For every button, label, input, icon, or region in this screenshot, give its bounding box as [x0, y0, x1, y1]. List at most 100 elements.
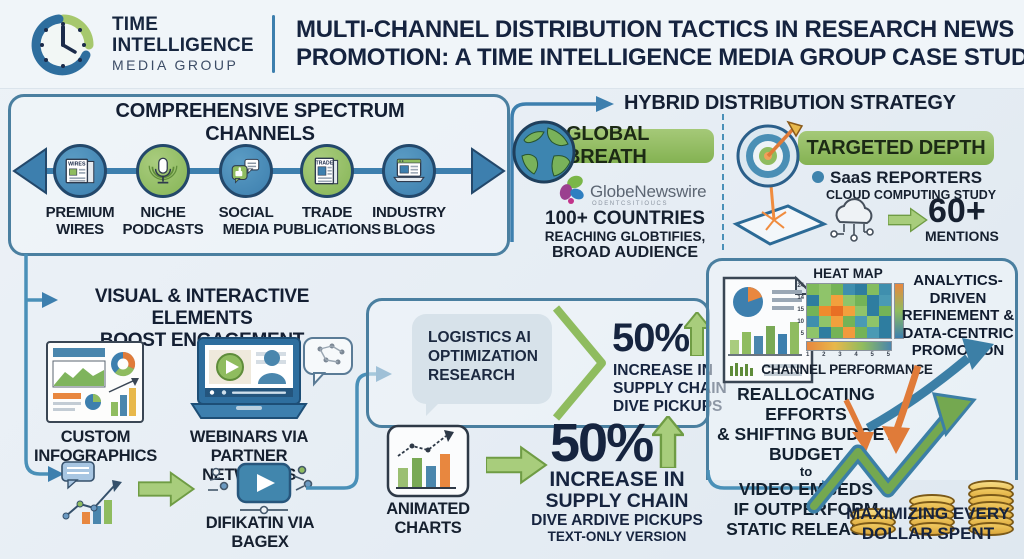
logo-line2: INTELLIGENCE: [112, 35, 254, 56]
global-stat-2: REACHING GLOBTIFIES,: [544, 229, 706, 244]
heatmap-cell: [879, 305, 891, 317]
animated-charts-icon: [386, 424, 470, 498]
heatmap-cell: [831, 327, 843, 338]
targeted-reporters: SaaS REPORTERS: [812, 168, 982, 188]
newspaper-trade-icon: TRADE: [314, 157, 339, 185]
heatmap-cell: [843, 305, 855, 317]
coin-stack-medium: [909, 494, 955, 536]
heatmap-title: HEAT MAP: [813, 266, 883, 281]
logo-line3: MEDIA GROUP: [112, 57, 239, 73]
coin-stack-tall: [968, 480, 1014, 536]
mentions-label: MENTIONS: [925, 228, 999, 244]
logo-line1: TIME: [112, 14, 159, 35]
heatmap-cell: [819, 327, 831, 338]
heatmap-cell: [807, 327, 819, 338]
targeted-title: SaaS REPORTERS: [830, 168, 983, 187]
heatmap-cell: [855, 294, 867, 306]
heatmap-x-label: 3: [838, 352, 842, 358]
global-breath-banner: GLOBAL BREATH: [566, 123, 714, 168]
animated-stat-value: 50%: [550, 413, 654, 473]
heatmap-cell: [819, 316, 831, 328]
heatmap-x-label: 5: [870, 352, 874, 358]
cloud-network-icon: [830, 198, 874, 242]
visual-title: VISUAL & INTERACTIVE ELEMENTS BOOST ENGA…: [94, 286, 310, 351]
heatmap-cell: [867, 294, 879, 306]
connector-to-hybrid: [510, 96, 614, 242]
arrow-right-icon: [486, 445, 548, 485]
heatmap-cell: [831, 305, 843, 317]
logistics-stat-value: 50%: [612, 316, 690, 360]
coin-icon: [850, 522, 896, 536]
heatmap-colorbar: [894, 283, 904, 339]
laptop-blog-icon: [393, 158, 425, 183]
heatmap-cell: [867, 327, 879, 338]
channel-social-media: [219, 144, 273, 198]
hybrid-title: HYBRID DISTRIBUTION STRATEGY: [624, 92, 956, 114]
heatmap-cell: [819, 294, 831, 306]
heatmap-x-label: 4: [854, 352, 858, 358]
targeted-sub: CLOUD COMPUTING STUDY: [826, 188, 997, 202]
heatmap-cell: [807, 294, 819, 306]
channel-premium-wires: WIRES: [53, 144, 107, 198]
reallocation-text: REALLOCATING EFFORTS & SHIFTING BUDGET B…: [717, 384, 895, 539]
targeted-depth-banner: TARGETED DEPTH: [798, 131, 994, 165]
heatmap-cell: [855, 316, 867, 328]
heatmap-cell: [807, 305, 819, 317]
orange-down-arrows: [843, 364, 922, 454]
thumbs-up-chat-icon: [231, 158, 260, 184]
heatmap-y-label: 5: [800, 331, 804, 337]
coin-icon: [909, 522, 955, 536]
heatmap-y-label: 24: [797, 283, 804, 289]
video-distribution-icon: [208, 462, 313, 515]
heatmap-cell: [879, 284, 891, 295]
channels-title: COMPREHENSIVE SPECTRUM CHANNELS: [115, 100, 405, 145]
clock-logo-icon: [31, 14, 94, 76]
hybrid-divider: [722, 114, 724, 250]
heatmap-cell: [855, 327, 867, 338]
title-line-1: MULTI-CHANNEL DISTRIBUTION TACTICS IN RE…: [296, 16, 1015, 43]
header-bar: [0, 0, 1024, 89]
heatmap-cell: [879, 327, 891, 338]
heatmap-cell: [879, 316, 891, 328]
heatmap-cell: [867, 284, 879, 295]
report-document-icon: [722, 275, 815, 384]
arrow-right-icon: [888, 207, 928, 233]
arrow-right-icon: [138, 471, 196, 507]
heatmap-cell: [843, 316, 855, 328]
globenewswire-tagline: odentcsitioucs: [592, 201, 669, 207]
globe-icon: [512, 120, 576, 184]
microphone-icon: [148, 157, 178, 184]
custom-infographics-icon: [46, 341, 144, 423]
channel-niche-podcasts: [136, 144, 190, 198]
target-dart-icon: [732, 120, 828, 246]
left-rail-connector: [24, 254, 64, 482]
header-divider: [272, 15, 275, 73]
svg-text:TRADE: TRADE: [316, 161, 334, 167]
heatmap-cell: [867, 316, 879, 328]
heatmap-cell: [843, 284, 855, 295]
arrow-up-icon: [652, 416, 684, 468]
global-stats: 100+ COUNTRIES REACHING GLOBTIFIES, BROA…: [535, 208, 715, 262]
global-stat-1: 100+ COUNTRIES: [545, 208, 705, 229]
heatmap-y-label: 14: [797, 295, 804, 301]
globenewswire-brand: GlobeNewswire: [590, 182, 707, 201]
logo-text: TIME INTELLIGENCE MEDIA GROUP: [112, 14, 254, 75]
heatmap-x-label: 5: [886, 352, 890, 358]
svg-text:WIRES: WIRES: [68, 162, 86, 168]
zigzag-growth-arrow: [806, 392, 977, 514]
heatmap-cell: [855, 284, 867, 295]
heatmap-cell: [819, 305, 831, 317]
heatmap-cell: [831, 284, 843, 295]
newspaper-wires-icon: WIRES: [65, 158, 95, 184]
channel-industry-blogs: [382, 144, 436, 198]
coin-icon: [968, 522, 1014, 536]
